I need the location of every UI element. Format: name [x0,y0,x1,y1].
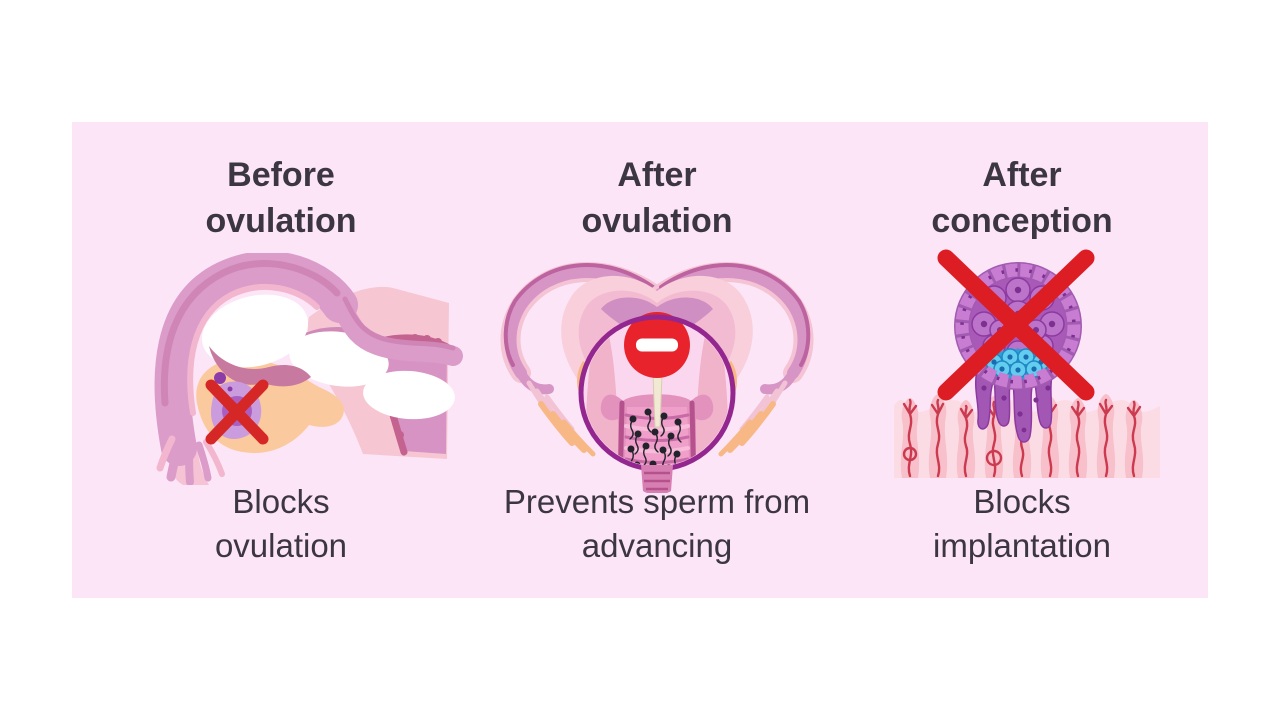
fimbriae [156,435,225,485]
panel-caption-before-ovulation: Blocks ovulation [214,483,348,564]
trophoblast-nuclei-ring [960,268,1076,384]
panel-title-after-conception: After conception [931,156,1113,240]
magnifier-circle [578,312,736,493]
infographic-board: Before ovulation [72,122,1208,598]
fallopian-tube [154,253,463,485]
sperm-cells [627,408,682,466]
panel-title-after-ovulation: After ovulation [581,156,733,240]
panel-title-before-ovulation: Before ovulation [205,156,357,240]
red-cross-icon [205,379,269,445]
red-cross-icon [937,249,1095,401]
ovary-side-view-illustration [154,253,463,485]
panel-caption-after-conception: Blocks implantation [933,483,1111,564]
vaginal-canal-tab [641,465,673,493]
fimbriae [526,380,596,457]
blastocyst-implantation-illustration [894,249,1160,478]
uterus-front-view-illustration [500,243,827,493]
trophoblast-cell-ring [955,263,1081,389]
no-entry-icon [624,312,690,378]
inner-cell-mass-blue [985,348,1050,379]
panel-caption-after-ovulation: Prevents sperm from advancing [503,483,811,564]
